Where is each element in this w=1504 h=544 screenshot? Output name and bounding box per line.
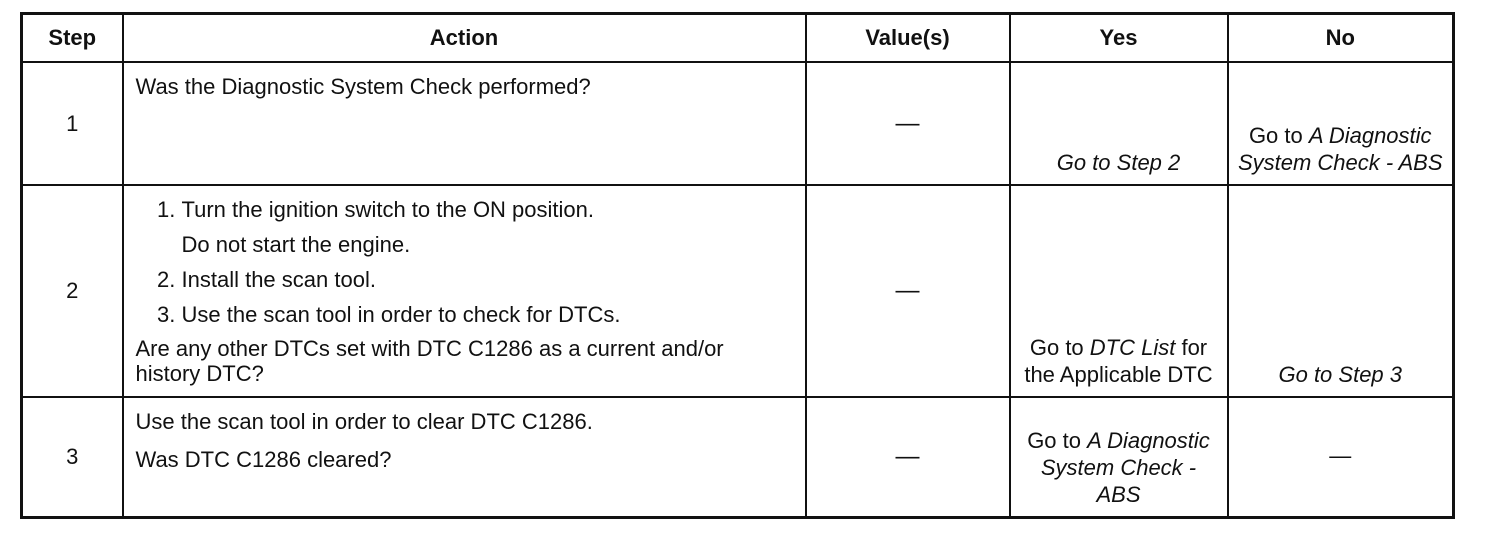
header-action: Action	[121, 12, 807, 63]
no-link[interactable]: Go to Step 3	[1278, 362, 1403, 387]
substep-note: Do not start the engine.	[181, 232, 411, 257]
table-row: 3 Use the scan tool in order to clear DT…	[20, 396, 1455, 518]
substep-item: Turn the ignition switch to the ON posit…	[182, 196, 793, 259]
yes-cell: Go to Step 2	[1008, 61, 1229, 186]
yes-prefix: Go to	[1029, 335, 1090, 360]
no-cell: Go to A Diagnostic System Check - ABS	[1226, 61, 1455, 186]
value-dash: —	[895, 277, 920, 304]
value-dash: —	[895, 109, 920, 137]
action-cell: Was the Diagnostic System Check performe…	[121, 61, 807, 186]
table-row: 2 Turn the ignition switch to the ON pos…	[20, 184, 1455, 398]
no-link[interactable]: A Diagnostic System Check - ABS	[1237, 123, 1443, 175]
diagnostic-table: Step Action Value(s) Yes No 1 Was the Di…	[20, 12, 1455, 519]
value-cell: —	[804, 184, 1011, 398]
step-number: 1	[20, 61, 124, 186]
yes-prefix: Go to	[1027, 427, 1088, 453]
substep-list: Turn the ignition switch to the ON posit…	[136, 196, 793, 329]
header-yes: Yes	[1008, 12, 1229, 63]
action-question: Was DTC C1286 cleared?	[135, 447, 392, 472]
step-number: 2	[20, 184, 124, 398]
yes-link[interactable]: DTC List	[1089, 335, 1176, 360]
no-prefix: Go to	[1248, 123, 1309, 148]
yes-cell: Go to DTC List for the Applicable DTC	[1008, 184, 1229, 398]
value-dash: —	[895, 442, 920, 470]
substep-text: Turn the ignition switch to the ON posit…	[181, 197, 595, 222]
substep-item: Use the scan tool in order to check for …	[182, 301, 793, 329]
header-row: Step Action Value(s) Yes No	[20, 12, 1455, 63]
yes-link[interactable]: A Diagnostic System Check - ABS	[1040, 427, 1210, 507]
no-cell: Go to Step 3	[1226, 184, 1455, 398]
value-cell: —	[804, 61, 1011, 186]
yes-cell: Go to A Diagnostic System Check - ABS	[1008, 396, 1229, 518]
action-question: Are any other DTCs set with DTC C1286 as…	[135, 336, 724, 386]
action-cell: Turn the ignition switch to the ON posit…	[121, 184, 807, 398]
action-cell: Use the scan tool in order to clear DTC …	[121, 396, 807, 518]
table-row: 1 Was the Diagnostic System Check perfor…	[20, 61, 1455, 186]
action-instruction: Use the scan tool in order to clear DTC …	[135, 409, 593, 434]
no-cell: —	[1226, 396, 1455, 518]
step-number: 3	[20, 396, 124, 518]
yes-link[interactable]: Go to Step 2	[1056, 150, 1181, 175]
substep-item: Install the scan tool.	[182, 266, 793, 294]
no-dash: —	[1329, 443, 1352, 469]
action-question: Was the Diagnostic System Check performe…	[135, 74, 591, 99]
yes-suffix: for the Applicable DTC	[1024, 335, 1213, 387]
value-cell: —	[804, 396, 1011, 518]
header-no: No	[1226, 12, 1455, 63]
header-step: Step	[20, 12, 124, 63]
header-values: Value(s)	[804, 12, 1011, 63]
